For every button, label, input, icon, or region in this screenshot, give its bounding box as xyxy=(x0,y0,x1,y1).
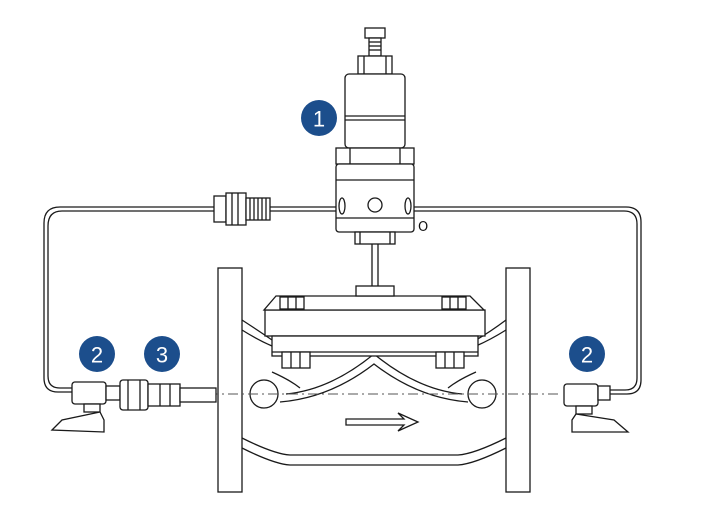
pilot-tubing xyxy=(43,206,642,395)
callout-label: 2 xyxy=(581,343,593,368)
callout-label: 2 xyxy=(91,343,103,368)
callout-badge-2-right: 2 xyxy=(569,336,605,372)
callout-circle xyxy=(301,100,337,136)
pilot-assembly xyxy=(335,27,415,288)
callout-label: 3 xyxy=(156,343,168,368)
callout-circle xyxy=(79,336,115,372)
right-ball-valve xyxy=(563,383,630,433)
strainer xyxy=(119,379,217,411)
callout-circle xyxy=(569,336,605,372)
callout-badge-2-left: 2 xyxy=(79,336,115,372)
pilot-port-label: O xyxy=(418,220,428,235)
tube-fitting xyxy=(213,192,271,226)
left-ball-valve xyxy=(50,381,121,433)
callout-badge-1: 1 xyxy=(301,100,337,136)
callout-circle xyxy=(144,336,180,372)
main-valve xyxy=(217,267,531,493)
callout-label: 1 xyxy=(313,107,325,132)
callout-badge-3: 3 xyxy=(144,336,180,372)
